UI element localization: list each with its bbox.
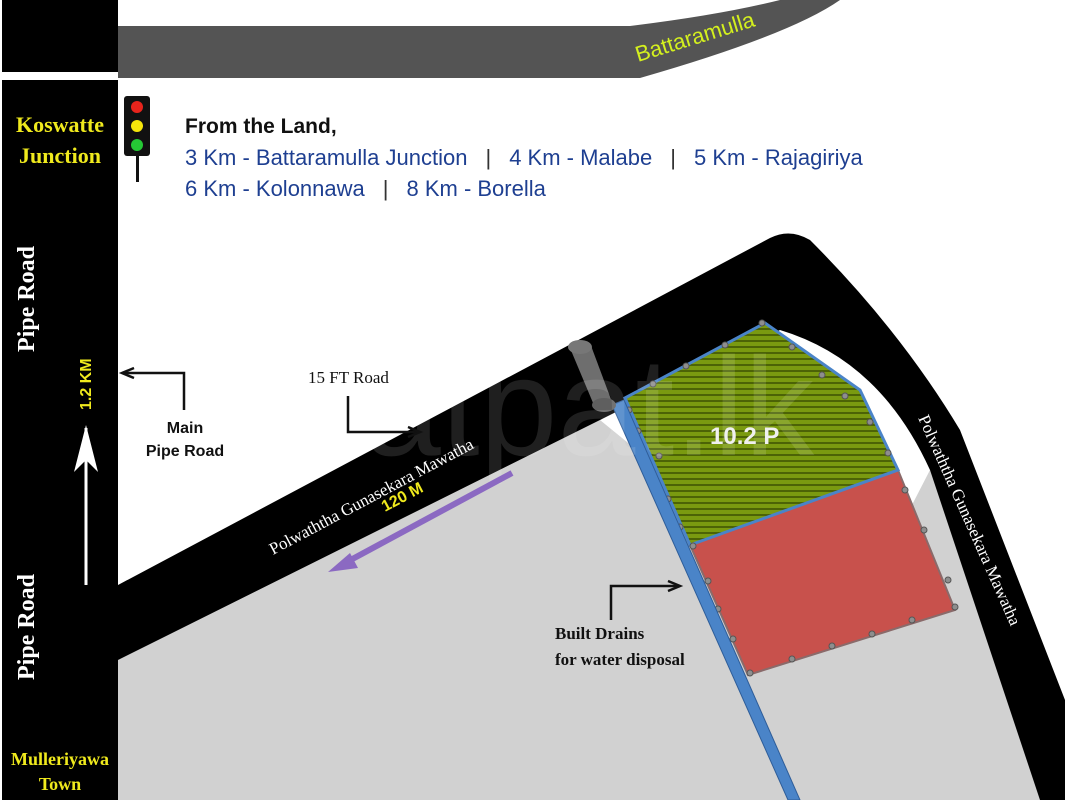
distance-label: 1.2 KM: [78, 358, 95, 410]
main-pipe-road-label-line1: Main: [167, 420, 203, 437]
distances-row-1: 3 Km - Battaramulla Junction | 4 Km - Mala…: [185, 142, 863, 173]
culvert-icon: [568, 340, 616, 412]
distances-row-2: 6 Km - Kolonnawa | 8 Km - Borella: [185, 173, 863, 204]
watermark: patpat.lk: [285, 328, 815, 485]
separator: |: [485, 145, 492, 170]
pipe-road-label-upper: Pipe Road: [14, 245, 40, 352]
land-right-of-road: [760, 470, 1065, 800]
north-arrow-icon: [74, 425, 98, 585]
separator: |: [670, 145, 676, 170]
town-label-line1: Mulleriyawa: [11, 749, 109, 769]
drains-callout-arrow: [609, 579, 684, 620]
distance-item: 3 Km - Battaramulla Junction: [185, 145, 468, 170]
boundary-posts: [625, 319, 959, 677]
fifteen-ft-road-label: 15 FT Road: [308, 368, 389, 387]
drains-label-line1: Built Drains: [555, 624, 645, 643]
distance-item: 8 Km - Borella: [406, 176, 546, 201]
pipe-road: [2, 0, 118, 800]
plot-size-label: 10.2 P: [710, 423, 779, 450]
water-drain: [611, 399, 801, 800]
plot-green-section: [623, 321, 901, 547]
distances-panel: From the Land, 3 Km - Battaramulla Junct…: [185, 112, 863, 204]
pipe-road-label-lower: Pipe Road: [14, 573, 40, 680]
junction-label-line1: Koswatte: [16, 112, 104, 137]
fifteen-ft-road-callout-arrow: [346, 396, 424, 439]
main-pipe-road-label-line2: Pipe Road: [146, 443, 224, 460]
pipe-road-gap: [0, 72, 118, 80]
traffic-light-icon: [124, 96, 150, 182]
distances-title: From the Land,: [185, 115, 337, 138]
junction-label-line2: Junction: [19, 143, 101, 168]
main-pipe-road-callout-arrow: [118, 366, 186, 410]
top-road-battaramulla: [118, 0, 840, 78]
distance-item: 6 Km - Kolonnawa: [185, 176, 365, 201]
drains-label-line2: for water disposal: [555, 650, 685, 669]
separator: |: [382, 176, 389, 201]
town-label-line2: Town: [39, 774, 81, 794]
length-arrow-icon: [328, 470, 514, 572]
distance-item: 4 Km - Malabe: [509, 145, 653, 170]
distance-item: 5 Km - Rajagiriya: [693, 145, 863, 170]
